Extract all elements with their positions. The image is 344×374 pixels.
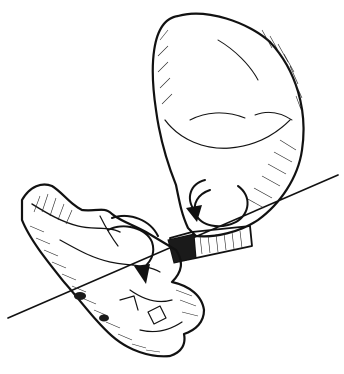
notch-shadow-2 <box>99 315 109 322</box>
notch-shadow-1 <box>74 292 86 300</box>
ilium-part <box>153 14 304 237</box>
rotation-arrow-upper-icon <box>186 180 248 226</box>
pubis-ischium-part <box>22 185 204 357</box>
